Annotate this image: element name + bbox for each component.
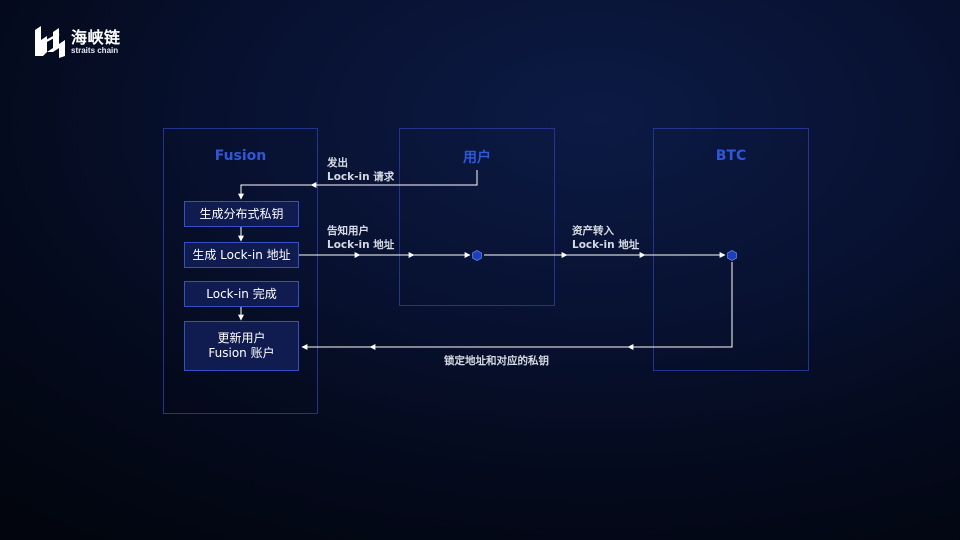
btc-node-icon (727, 250, 737, 261)
lock-label-line1: 锁定地址和对应的私钥 (444, 355, 549, 367)
step-update-fusion-account-line2: Fusion 账户 (208, 346, 275, 360)
transfer-label-line1: 资产转入 (572, 225, 614, 237)
lock-label: 锁定地址和对应的私钥 (444, 354, 549, 368)
user-node-icon (472, 250, 482, 261)
step-lockin-complete: Lock-in 完成 (184, 281, 299, 307)
step-update-fusion-account: 更新用户 Fusion 账户 (184, 321, 299, 371)
logo-mark-icon (35, 26, 65, 58)
step-generate-distributed-key-label: 生成分布式私钥 (199, 206, 284, 221)
btc-lane: BTC (653, 128, 809, 371)
request-label: 发出 Lock-in 请求 (327, 156, 394, 184)
request-label-line1: 发出 (327, 157, 348, 169)
logo-title: 海峡链 (71, 28, 121, 47)
user-lane-title: 用户 (463, 150, 491, 166)
transfer-label-line2: Lock-in 地址 (572, 239, 640, 251)
lock-arrow (627, 262, 733, 350)
step-generate-distributed-key: 生成分布式私钥 (184, 201, 299, 227)
notify-label: 告知用户 Lock-in 地址 (327, 224, 394, 252)
fusion-lane-title: Fusion (214, 148, 267, 164)
straits-chain-logo: 海峡链 straits chain (33, 22, 133, 62)
request-label-line2: Lock-in 请求 (327, 171, 395, 183)
user-lane: 用户 (399, 128, 555, 306)
transfer-label: 资产转入 Lock-in 地址 (572, 224, 639, 252)
notify-label-line2: Lock-in 地址 (327, 239, 395, 251)
logo-subtitle: straits chain (71, 46, 119, 55)
step-generate-lockin-address: 生成 Lock-in 地址 (184, 242, 299, 268)
fusion-lane: Fusion (163, 128, 318, 414)
notify-label-line1: 告知用户 (327, 225, 369, 237)
step-update-fusion-account-line1: 更新用户 (217, 331, 266, 345)
btc-lane-title: BTC (715, 148, 747, 164)
step-lockin-complete-label: Lock-in 完成 (206, 286, 277, 301)
step-generate-lockin-address-label: 生成 Lock-in 地址 (192, 247, 291, 262)
